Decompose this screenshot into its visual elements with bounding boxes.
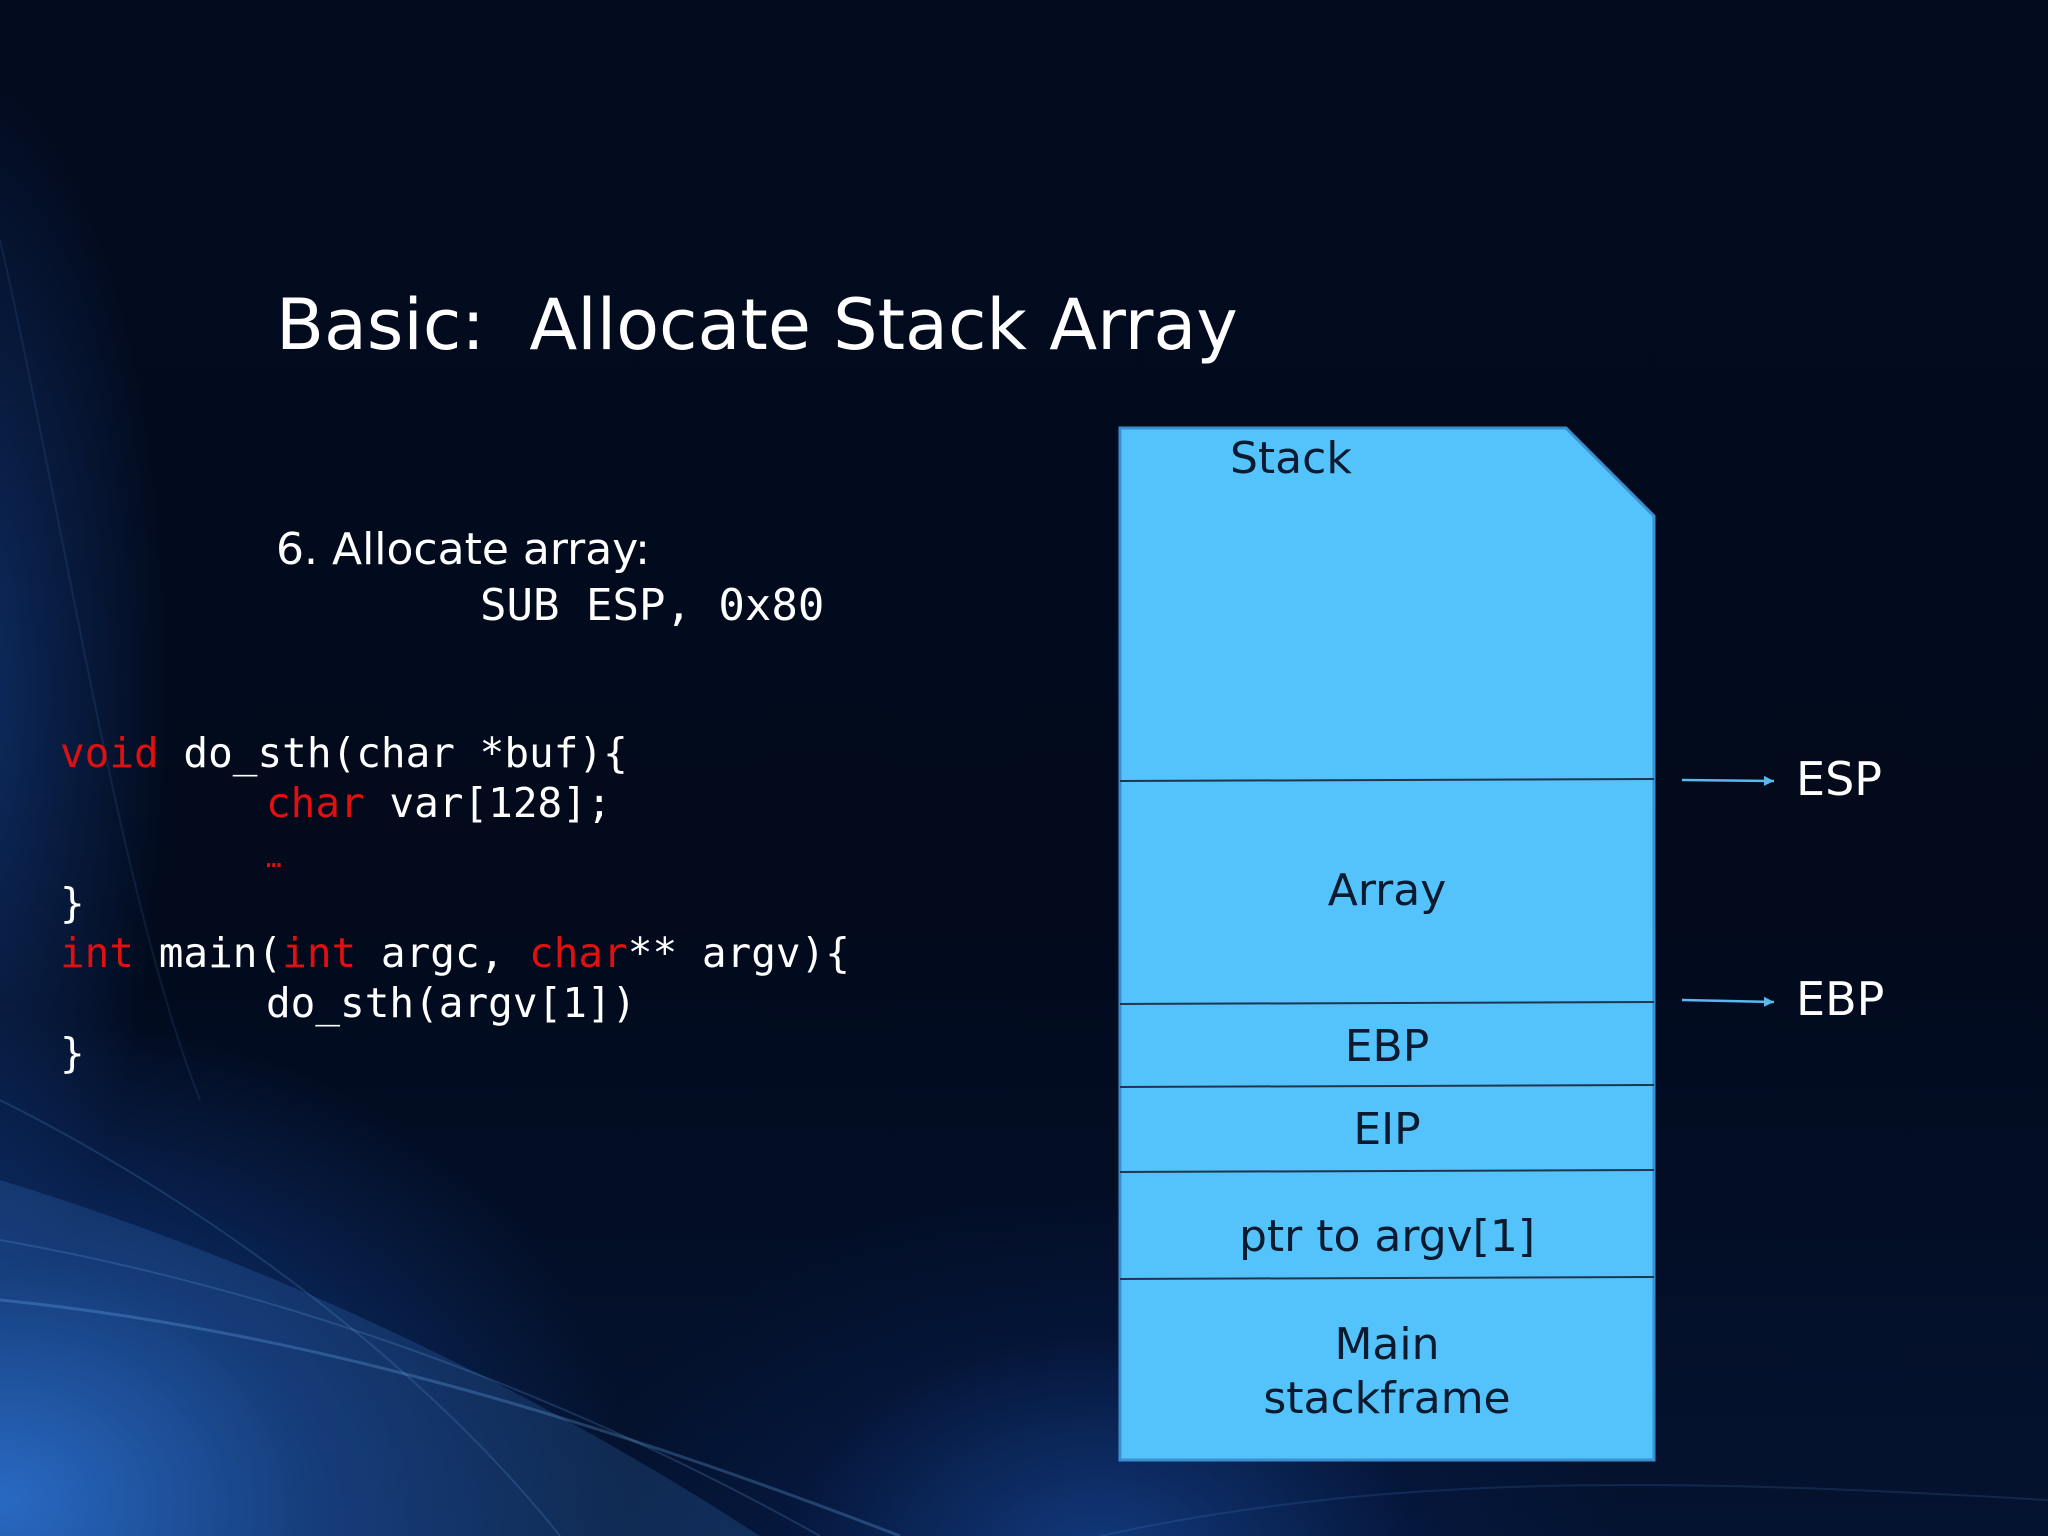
esp-arrow (1681, 775, 1775, 786)
stack-title: Stack (1230, 433, 1352, 484)
code-line-4: } (60, 878, 850, 928)
step-label: 6. Allocate array: (276, 524, 650, 575)
code-text: do_sth(char *buf){ (158, 729, 628, 777)
stack-divider (1119, 1001, 1655, 1005)
code-line-6: do_sth(argv[1]) (60, 978, 850, 1028)
code-line-7: } (60, 1028, 850, 1078)
code-keyword: char (529, 929, 628, 977)
stack-divider (1119, 1084, 1655, 1088)
code-keyword: int (282, 929, 357, 977)
code-line-1: void do_sth(char *buf){ (60, 728, 850, 778)
stack-section-eip: EIP (1353, 1104, 1421, 1155)
code-keyword: void (60, 729, 159, 777)
esp-label: ESP (1796, 752, 1883, 806)
code-line-3: … (60, 828, 850, 878)
code-text: ** argv){ (627, 929, 850, 977)
code-text: main( (134, 929, 283, 977)
code-text: argc, (356, 929, 530, 977)
ebp-arrow (1681, 996, 1775, 1007)
stack-divider (1119, 1169, 1655, 1173)
stack-divider (1119, 1276, 1655, 1280)
slide-title: Basic: Allocate Stack Array (276, 284, 1238, 366)
stack-box (1118, 426, 1656, 1462)
stack-section-array: Array (1327, 865, 1447, 916)
code-keyword: int (60, 929, 135, 977)
code-block: void do_sth(char *buf){ char var[128]; …… (60, 728, 850, 1078)
code-ellipsis: … (266, 844, 282, 874)
stack-divider (1119, 778, 1655, 782)
code-text: do_sth(argv[1]) (266, 979, 637, 1027)
stack-section-ebp: EBP (1344, 1021, 1430, 1072)
code-line-5: int main(int argc, char** argv){ (60, 928, 850, 978)
code-text: } (60, 879, 85, 927)
step-instruction: SUB ESP, 0x80 (480, 580, 825, 631)
stack-section-main-frame: Main stackframe (1263, 1319, 1511, 1424)
code-text: var[128]; (364, 779, 612, 827)
code-text: } (60, 1029, 85, 1077)
code-line-2: char var[128]; (60, 778, 850, 828)
ebp-label: EBP (1796, 972, 1885, 1026)
code-keyword: char (266, 779, 365, 827)
stack-section-argv-ptr: ptr to argv[1] (1239, 1211, 1535, 1262)
